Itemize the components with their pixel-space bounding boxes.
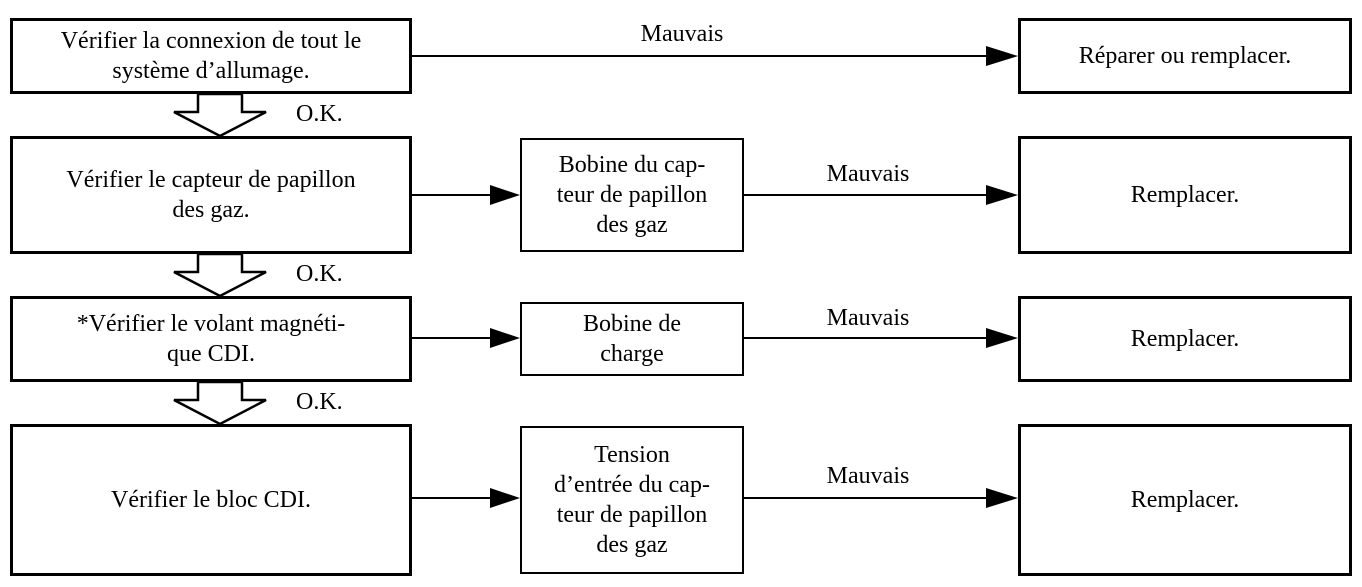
step-box-2: Vérifier le capteur de papillon des gaz. [10,136,412,254]
action-box-4: Remplacer. [1018,424,1352,576]
ok-label-2: O.K. [296,261,343,287]
arrow-step4-to-check3 [412,488,520,508]
check-box-2: Bobine de charge [520,302,744,376]
action-box-3: Remplacer. [1018,296,1352,382]
bad-label-4: Mauvais [826,463,910,489]
arrow-check3-to-action4 [744,488,1018,508]
step-box-1: Vérifier la connexion de tout le système… [10,18,412,94]
action-box-1: Réparer ou remplacer. [1018,18,1352,94]
arrow-step1-to-action1 [412,46,1018,66]
bad-label-1: Mauvais [640,21,724,47]
bad-label-2: Mauvais [826,161,910,187]
arrow-check2-to-action3 [744,328,1018,348]
arrow-check1-to-action2 [744,185,1018,205]
down-arrow-1 [173,92,267,138]
arrow-step3-to-check2 [412,328,520,348]
arrow-step2-to-check1 [412,185,520,205]
step-box-4: Vérifier le bloc CDI. [10,424,412,576]
ok-label-1: O.K. [296,101,343,127]
down-arrow-2 [173,252,267,298]
bad-label-3: Mauvais [826,305,910,331]
check-box-1: Bobine du cap- teur de papillon des gaz [520,138,744,252]
ok-label-3: O.K. [296,389,343,415]
check-box-3: Tension d’entrée du cap- teur de papillo… [520,426,744,574]
step-box-3: *Vérifier le volant magnéti- que CDI. [10,296,412,382]
action-box-2: Remplacer. [1018,136,1352,254]
down-arrow-3 [173,380,267,426]
